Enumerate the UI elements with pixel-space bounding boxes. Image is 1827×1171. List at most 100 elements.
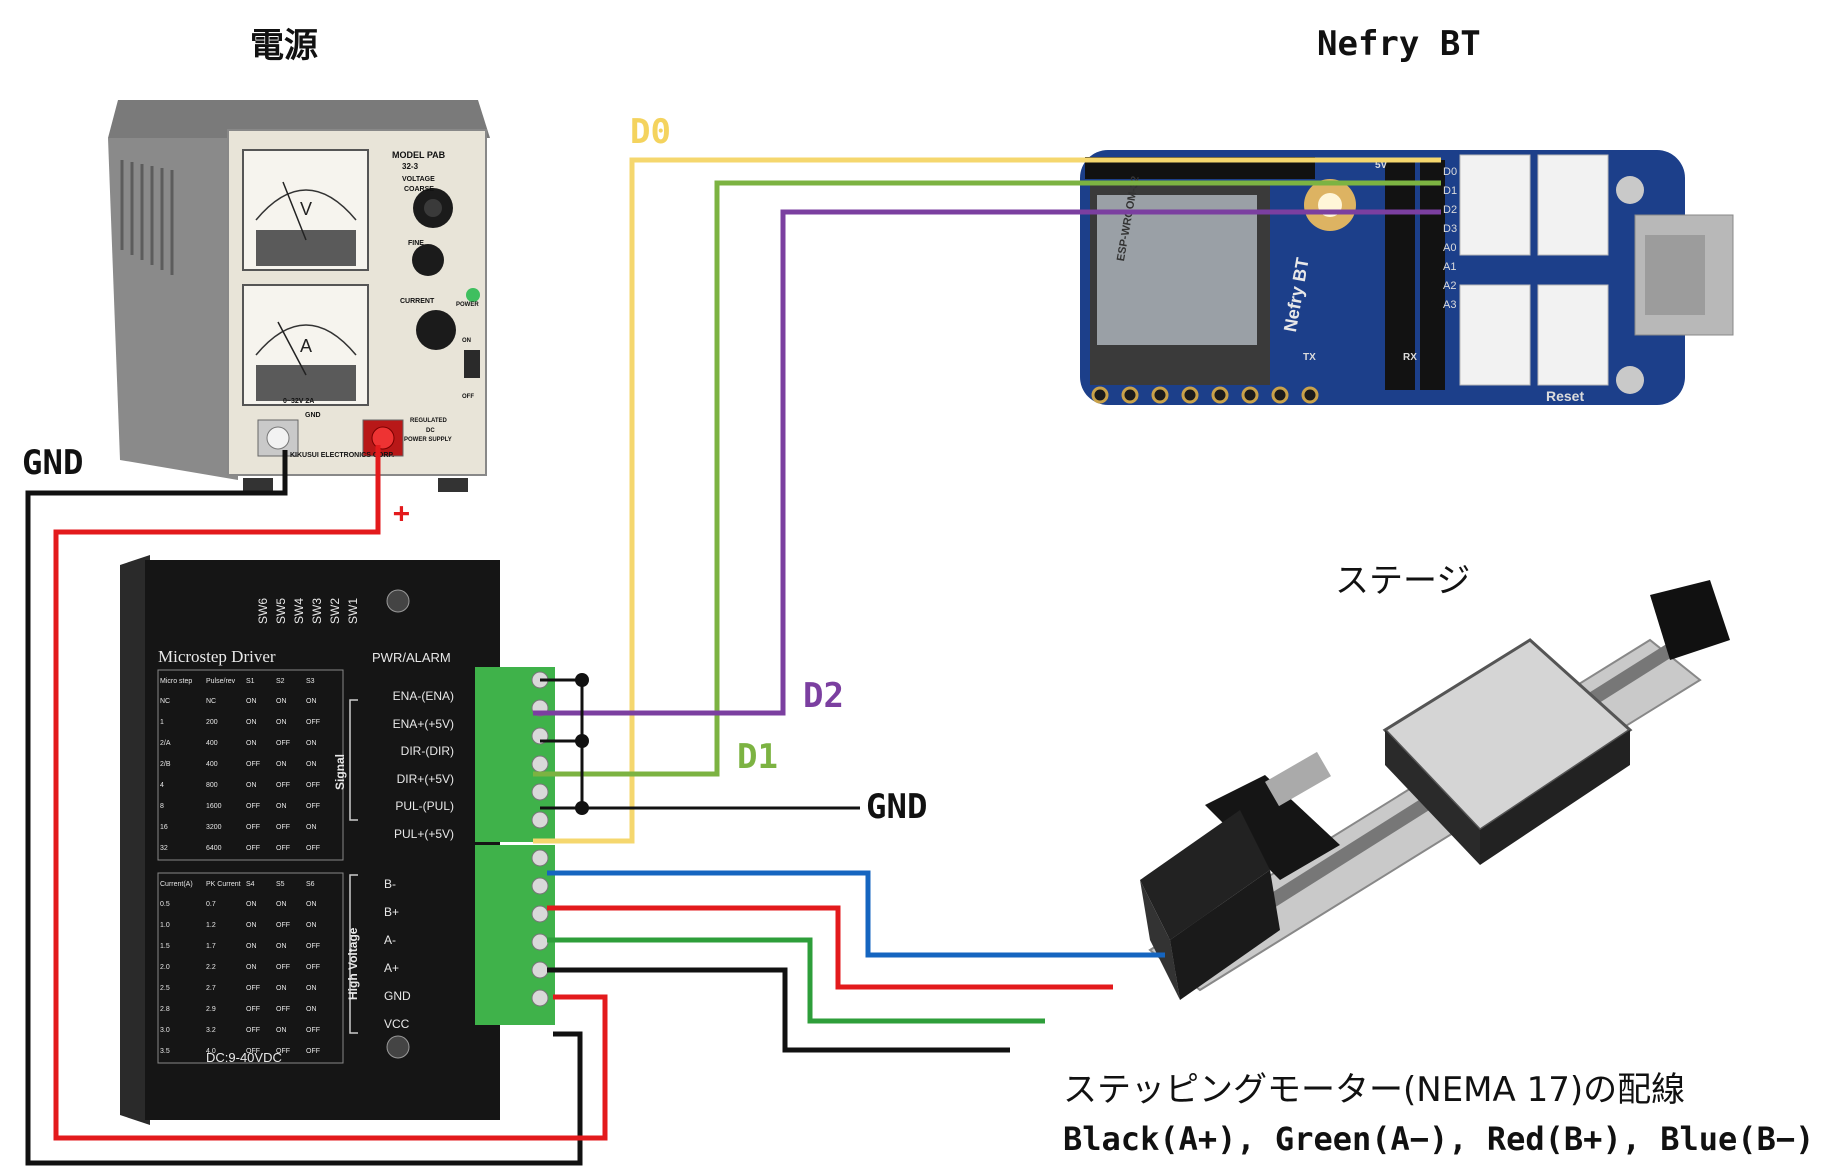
psu-gnd-label: GND — [305, 412, 321, 419]
stage-image — [1140, 580, 1730, 1000]
table-cell: OFF — [306, 943, 320, 950]
table-cell: 2.9 — [206, 1006, 216, 1013]
psu-current-label: CURRENT — [400, 298, 435, 305]
table-cell: 400 — [206, 761, 218, 768]
power-supply-title: 電源 — [250, 26, 318, 66]
plus-label: + — [393, 496, 410, 529]
table-cell: OFF — [276, 922, 290, 929]
table-cell: OFF — [276, 964, 290, 971]
psu-power-supply-label: POWER SUPPLY — [404, 437, 452, 443]
terminal-label: DIR+(+5V) — [396, 771, 454, 786]
table-cell: 400 — [206, 740, 218, 747]
table-cell: 1.7 — [206, 943, 216, 950]
psu-power-label: POWER — [456, 302, 479, 308]
psu-rating: 0~32V 2A — [283, 398, 315, 405]
table-cell: OFF — [276, 782, 290, 789]
table-cell: 16 — [160, 824, 168, 831]
header-cell: S5 — [276, 881, 285, 888]
table-cell: OFF — [306, 1027, 320, 1034]
table-cell: ON — [246, 943, 257, 950]
d0-wire — [533, 157, 1441, 844]
table-cell: NC — [206, 698, 217, 705]
table-cell: 0.7 — [206, 901, 216, 908]
table-cell: ON — [306, 922, 317, 929]
terminal-label: ENA-(ENA) — [392, 689, 454, 703]
table-cell: OFF — [246, 1006, 260, 1013]
table-cell: OFF — [246, 1048, 260, 1055]
terminal-label: PUL-(PUL) — [395, 799, 454, 813]
terminal-label: A+ — [384, 961, 400, 975]
table-cell: ON — [276, 761, 287, 768]
micro-table-header: Micro step Pulse/rev S1 S2 S3 — [160, 673, 340, 691]
table-cell: OFF — [246, 985, 260, 992]
header-cell: S3 — [306, 678, 315, 685]
nefry-pin: A3 — [1443, 299, 1457, 311]
table-cell: OFF — [246, 845, 260, 852]
table-cell: ON — [306, 740, 317, 747]
table-cell: 1.5 — [160, 943, 170, 950]
table-cell: 8 — [160, 803, 164, 810]
table-cell: OFF — [306, 803, 320, 810]
terminal-label: VCC — [384, 1017, 410, 1031]
red-motor-wire — [547, 905, 1113, 990]
psu-model-number: 32-3 — [402, 162, 419, 171]
svg-text:V: V — [300, 199, 312, 219]
table-cell: 1600 — [206, 803, 222, 810]
psu-gnd-wire — [25, 450, 583, 1166]
table-cell: 4.0 — [206, 1048, 216, 1055]
table-cell: OFF — [306, 1048, 320, 1055]
nefry-tx-label: TX — [1303, 352, 1316, 363]
green-motor-wire — [547, 937, 1045, 1024]
gnd-right-label: GND — [866, 787, 928, 827]
table-cell: OFF — [306, 845, 320, 852]
nefry-pin: D0 — [1443, 166, 1458, 178]
current-table-header: Current(A) PK Current S4 S5 S6 — [160, 876, 340, 894]
table-cell: OFF — [276, 740, 290, 747]
table-cell: OFF — [306, 782, 320, 789]
nefry-rx-label: RX — [1403, 352, 1417, 363]
table-cell: 2/A — [160, 740, 171, 747]
psu-plus-wire — [53, 445, 608, 1141]
table-cell: OFF — [276, 845, 290, 852]
driver-voltage-spec: DC:9-40VDC — [206, 1050, 282, 1065]
table-cell: ON — [276, 901, 287, 908]
header-cell: S2 — [276, 678, 285, 685]
table-cell: ON — [246, 964, 257, 971]
table-cell: 0.5 — [160, 901, 170, 908]
nefry-pin: D2 — [1443, 204, 1458, 216]
table-cell: ON — [276, 985, 287, 992]
header-cell: Current(A) — [160, 881, 193, 888]
table-cell: ON — [246, 922, 257, 929]
psu-maker: KIKUSUI ELECTRONICS CORP. — [290, 452, 395, 459]
terminal-label: B- — [384, 877, 396, 891]
table-cell: ON — [246, 698, 257, 705]
table-cell: OFF — [276, 1006, 290, 1013]
table-cell: OFF — [246, 1027, 260, 1034]
table-cell: ON — [246, 901, 257, 908]
motor-wiring-title: ステッピングモーター(NEMA 17)の配線 — [1063, 1070, 1686, 1110]
header-cell: Pulse/rev — [206, 678, 236, 685]
table-cell: OFF — [246, 803, 260, 810]
blue-motor-wire — [547, 870, 1165, 958]
driver-title: Microstep Driver — [158, 647, 276, 666]
nefry-pin: A0 — [1443, 242, 1457, 254]
table-cell: NC — [160, 698, 171, 705]
table-cell: OFF — [246, 761, 260, 768]
table-cell: 1 — [160, 719, 164, 726]
terminal-label: ENA+(+5V) — [392, 716, 454, 731]
table-cell: 800 — [206, 782, 218, 789]
nefry-title: Nefry BT — [1317, 24, 1481, 64]
header-cell: PK Current — [206, 881, 241, 888]
nefry-pin: A1 — [1443, 261, 1457, 273]
table-cell: ON — [246, 782, 257, 789]
table-cell: ON — [276, 698, 287, 705]
table-cell: 32 — [160, 845, 168, 852]
black-motor-wire — [547, 967, 1010, 1053]
